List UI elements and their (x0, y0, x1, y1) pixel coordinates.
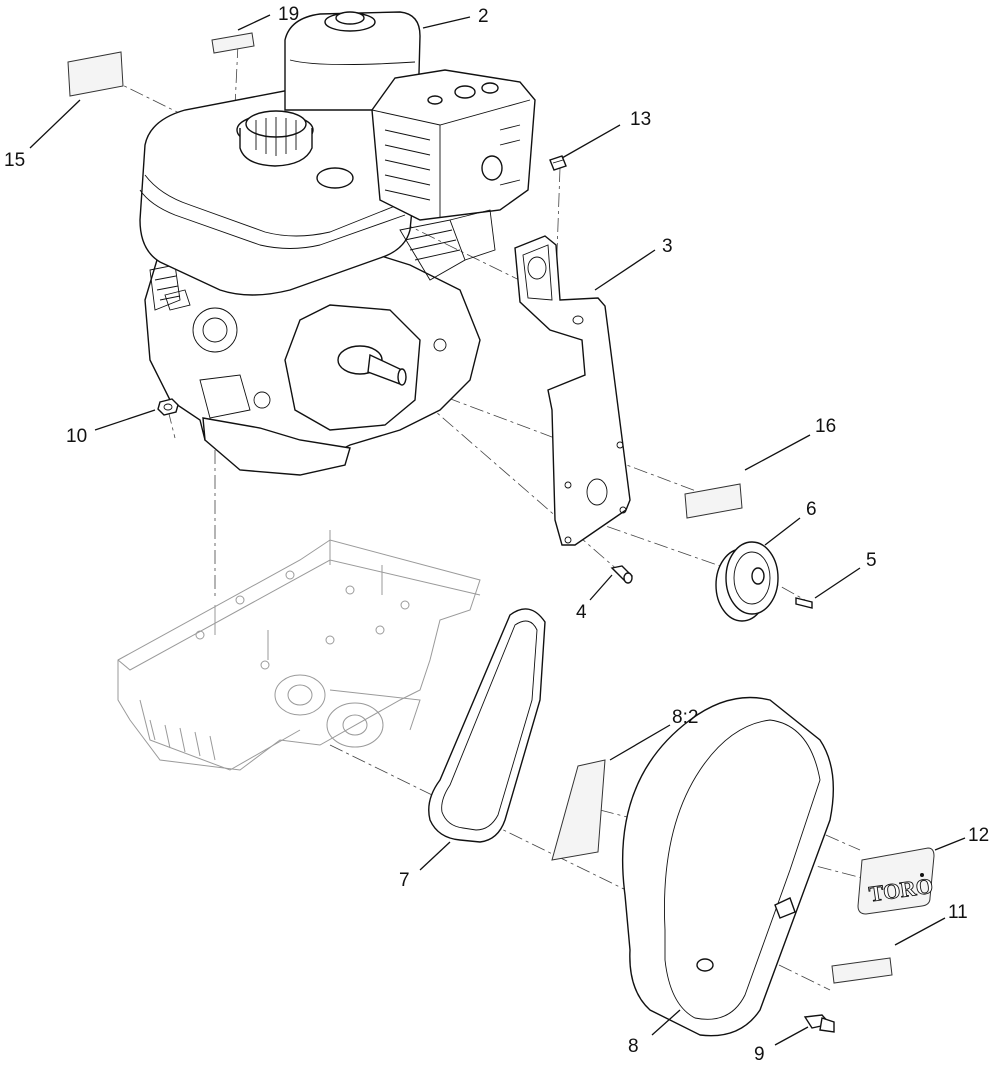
decal-19 (211, 32, 255, 54)
callout-6: 6 (806, 499, 817, 520)
pulley-6 (715, 541, 779, 622)
decal-12-logo: TORO (857, 847, 935, 915)
engine-assembly (139, 11, 536, 476)
callout-12: 12 (968, 825, 989, 846)
callout-labels: 2 3 4 5 6 7 8 8:2 9 10 11 12 13 15 16 19 (4, 4, 989, 1065)
callout-9: 9 (754, 1044, 765, 1065)
bolt-9 (803, 1014, 835, 1033)
key-5 (795, 597, 813, 609)
flange-nut-10 (157, 398, 179, 416)
callout-4: 4 (576, 602, 587, 623)
callout-5: 5 (866, 550, 877, 571)
clip-13 (549, 155, 567, 171)
decal-16 (684, 483, 743, 519)
callout-15: 15 (4, 150, 25, 171)
callout-8-2: 8:2 (672, 707, 698, 728)
callout-11: 11 (948, 902, 968, 923)
screw-4 (610, 565, 633, 584)
v-belt-7 (428, 608, 546, 843)
decal-15 (67, 51, 124, 97)
callout-16: 16 (815, 416, 836, 437)
callout-7: 7 (399, 870, 410, 891)
leader-lines (29, 14, 966, 1046)
base-plate-ghost (117, 530, 481, 771)
decal-11 (831, 957, 893, 984)
callout-10: 10 (66, 426, 87, 447)
decal-8-2 (551, 759, 606, 861)
mounting-bracket-3 (514, 235, 631, 546)
callout-19: 19 (278, 4, 299, 25)
callout-3: 3 (662, 236, 673, 257)
belt-guard-8 (621, 696, 834, 1037)
callout-13: 13 (630, 109, 651, 130)
callout-2: 2 (478, 6, 489, 27)
callout-8: 8 (628, 1036, 639, 1057)
